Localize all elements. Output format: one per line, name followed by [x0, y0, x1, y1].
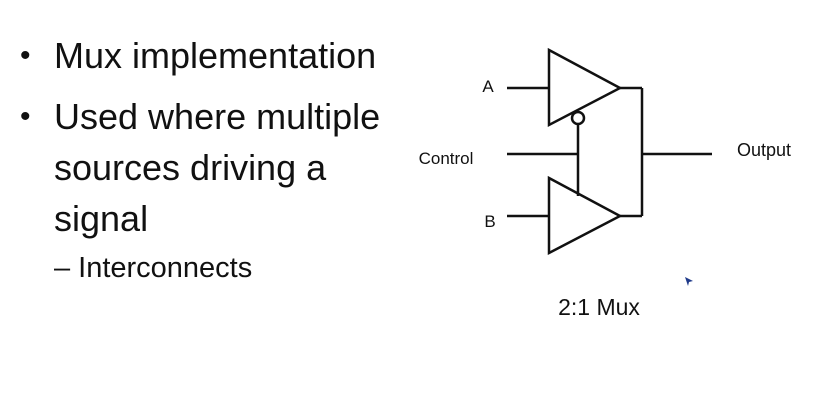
bullet-text: Mux implementation [54, 35, 377, 76]
bullet-item: • Used where multiple sources driving a … [16, 91, 416, 244]
enable-inverter-bubble [570, 110, 586, 126]
bullet-dot-icon: • [20, 39, 31, 72]
bullet-item: • Mux implementation [16, 30, 416, 81]
control-label: Control [419, 149, 474, 168]
output-label: Output [737, 140, 791, 160]
mouse-pointer-icon [685, 277, 693, 286]
bottom-buffer-triangle [547, 175, 623, 256]
bullet-text: Used where multiple sources driving a si… [54, 96, 381, 239]
dash-icon: – [54, 252, 71, 284]
input-b-label: B [484, 212, 495, 231]
top-buffer-triangle [547, 47, 623, 128]
sub-bullet-item: –Interconnects [16, 248, 416, 288]
bullet-list: • Mux implementation • Used where multip… [16, 30, 416, 288]
input-a-label: A [482, 77, 494, 96]
diagram-caption: 2:1 Mux [558, 294, 640, 320]
sub-bullet-text: Interconnects [78, 252, 253, 284]
bullet-dot-icon: • [20, 100, 31, 133]
